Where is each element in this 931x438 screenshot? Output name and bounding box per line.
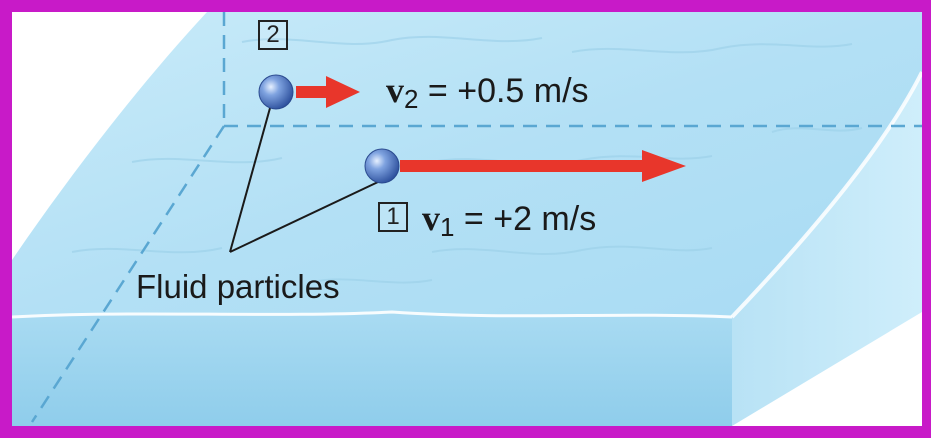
velocity-1-equation: v1 = +2 m/s (422, 198, 597, 242)
velocity-1-symbol: v (422, 198, 440, 238)
fluid-particles-caption: Fluid particles (136, 268, 340, 305)
fluid-side-face (732, 72, 922, 426)
surface-edge-highlight (12, 310, 733, 319)
diagram-canvas: 2 1 v2 = +0.5 m/s v1 = +2 m/s Fluid part… (12, 12, 922, 426)
leader-line-particle-2 (229, 107, 271, 253)
velocity-2-symbol: v (386, 70, 404, 110)
fluid-particle-1 (364, 148, 400, 184)
velocity-arrow-1 (400, 150, 686, 182)
fluid-front-face (12, 312, 732, 426)
side-edge-highlight (730, 71, 922, 319)
particle-1-number-box: 1 (378, 202, 408, 232)
dashed-back-edge-diagonal (30, 125, 226, 423)
velocity-2-subscript: 2 (404, 84, 419, 114)
velocity-2-equation: v2 = +0.5 m/s (386, 70, 589, 114)
velocity-arrow-2 (296, 76, 360, 108)
fluid-particle-2 (258, 74, 294, 110)
fluid-slab-illustration (12, 12, 922, 426)
velocity-1-value: = +2 m/s (454, 200, 597, 238)
particle-2-number-box: 2 (258, 20, 288, 50)
velocity-2-value: = +0.5 m/s (418, 72, 589, 110)
velocity-1-subscript: 1 (440, 212, 455, 242)
leader-line-particle-1 (229, 181, 379, 253)
ripple-lines (71, 35, 863, 284)
